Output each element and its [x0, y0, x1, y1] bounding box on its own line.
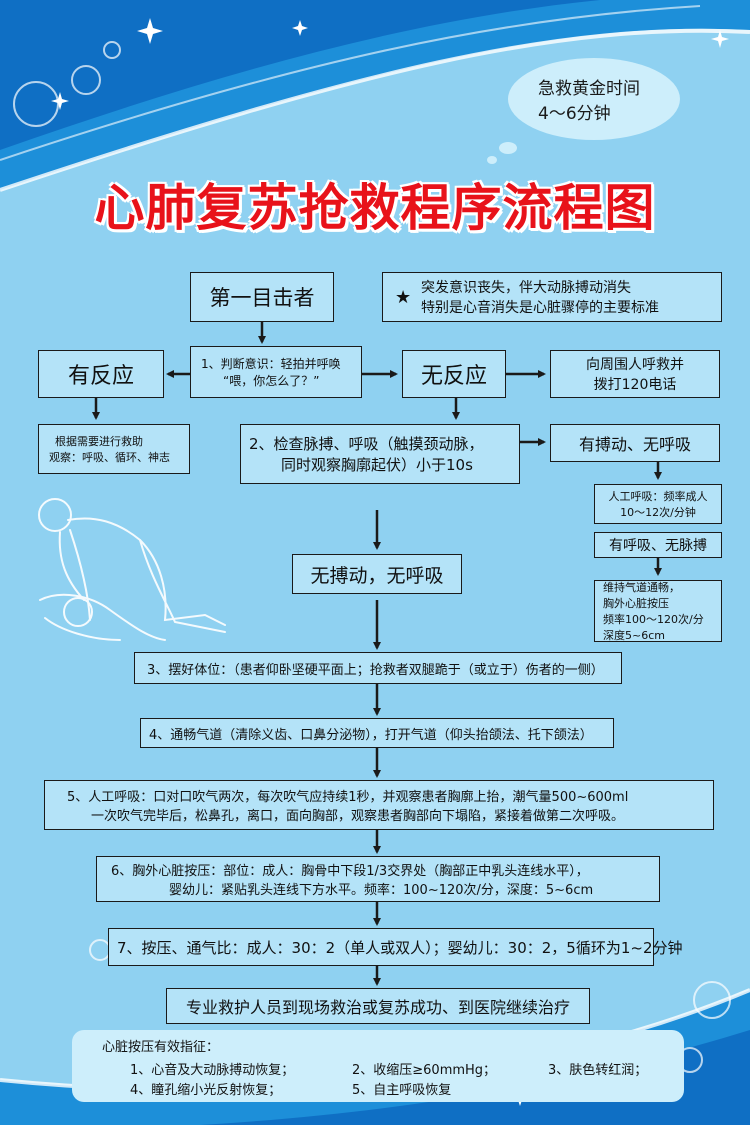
maintain-line-3: 频率100～120次/分 — [603, 613, 704, 626]
final-treatment-box: 专业救护人员到现场救治或复苏成功、到医院继续治疗 — [166, 988, 590, 1024]
artificial-line-1: 人工呼吸：频率成人 — [608, 490, 708, 503]
golden-time-bubble: 急救黄金时间 4～6分钟 — [508, 58, 680, 140]
step3-text: 3、摆好体位：（患者仰卧坚硬平面上；抢救者双腿跪于（或立于）伤者的一侧） — [147, 662, 604, 678]
step6-line-2: 婴幼儿：紧贴乳头连线下方水平。频率：100~120次/分，深度：5~6cm — [169, 883, 594, 898]
note-line-2: 特别是心音消失是心脏骤停的主要标准 — [421, 300, 659, 316]
cardiac-arrest-note-box: ★ 突发意识丧失，伴大动脉搏动消失 特别是心音消失是心脏骤停的主要标准 — [382, 272, 722, 322]
has-response-box: 有反应 — [38, 350, 164, 398]
maintain-line-2: 胸外心脏按压 — [603, 597, 669, 610]
step3-position-box: 3、摆好体位：（患者仰卧坚硬平面上；抢救者双腿跪于（或立于）伤者的一侧） — [134, 652, 622, 684]
no-pulse-no-breath-box: 无搏动，无呼吸 — [292, 554, 462, 594]
criteria-item-3: 3、肤色转红润； — [548, 1063, 648, 1078]
call-line-2: 拨打120电话 — [593, 377, 677, 393]
criteria-item-2: 2、收缩压≥60mmHg； — [352, 1063, 497, 1078]
criteria-heading: 心脏按压有效指征： — [102, 1040, 220, 1055]
step5-rescue-breath-box: 5、人工呼吸：口对口吹气两次，每次吹气应持续1秒，并观察患者胸廓上抬，潮气量50… — [44, 780, 714, 830]
response-assist-box: 根据需要进行救助 观察：呼吸、循环、神志 — [38, 424, 190, 474]
star-icon: ★ — [395, 287, 412, 308]
no-pulse-no-breath-label: 无搏动，无呼吸 — [310, 564, 444, 587]
breath-no-pulse-box: 有呼吸、无脉搏 — [594, 532, 722, 558]
page-title: 心肺复苏抢救程序流程图 — [94, 179, 656, 237]
maintain-line-1: 维持气道通畅， — [603, 581, 680, 594]
step6-compression-box: 6、胸外心脏按压：部位：成人：胸骨中下段1/3交界处（胸部正中乳头连线水平）， … — [96, 856, 660, 902]
check-line-2: 同时观察胸廓起伏）小于10s — [281, 456, 473, 474]
step7-text: 7、按压、通气比：成人：30：2（单人或双人）；婴幼儿：30：2，5循环为1~2… — [117, 938, 683, 957]
assist-line-1: 根据需要进行救助 — [55, 435, 143, 448]
bubble-line-1: 急救黄金时间 — [538, 79, 640, 99]
criteria-item-5: 5、自主呼吸恢复 — [352, 1083, 452, 1098]
step7-ratio-box: 7、按压、通气比：成人：30：2（单人或双人）；婴幼儿：30：2，5循环为1~2… — [108, 928, 683, 966]
pulse-no-breath-label: 有搏动、无呼吸 — [578, 435, 691, 454]
first-witness-box: 第一目击者 — [190, 272, 334, 322]
judge-line-2: “喂，你怎么了？” — [223, 374, 320, 388]
step6-line-1: 6、胸外心脏按压：部位：成人：胸骨中下段1/3交界处（胸部正中乳头连线水平）， — [111, 864, 589, 879]
call-line-1: 向周围人呼救并 — [586, 357, 684, 373]
artificial-respiration-box: 人工呼吸：频率成人 10～12次/分钟 — [594, 484, 722, 524]
cpr-figure-illustration — [38, 498, 226, 641]
step4-airway-box: 4、通畅气道（清除义齿、口鼻分泌物），打开气道（仰头抬颌法、托下颌法） — [140, 718, 614, 748]
check-line-1: 2、检查脉搏、呼吸（触摸颈动脉， — [249, 435, 484, 453]
criteria-item-1: 1、心音及大动脉搏动恢复； — [130, 1063, 295, 1078]
final-text: 专业救护人员到现场救治或复苏成功、到医院继续治疗 — [185, 998, 570, 1017]
judge-line-1: 1、判断意识：轻拍并呼唤 — [201, 357, 341, 371]
check-pulse-breath-box: 2、检查脉搏、呼吸（触摸颈动脉， 同时观察胸廓起伏）小于10s — [240, 424, 520, 484]
maintain-airway-box: 维持气道通畅， 胸外心脏按压 频率100～120次/分 深度5~6cm — [594, 580, 722, 642]
no-response-label: 无反应 — [420, 364, 487, 389]
criteria-item-4: 4、瞳孔缩小光反射恢复； — [130, 1083, 282, 1098]
maintain-line-4: 深度5~6cm — [603, 629, 665, 642]
step5-line-1: 5、人工呼吸：口对口吹气两次，每次吹气应持续1秒，并观察患者胸廓上抬，潮气量50… — [67, 790, 629, 805]
assist-line-2: 观察：呼吸、循环、神志 — [49, 451, 170, 464]
pulse-no-breath-box: 有搏动、无呼吸 — [550, 424, 720, 462]
first-witness-label: 第一目击者 — [209, 286, 315, 310]
no-response-box: 无反应 — [402, 350, 506, 398]
note-line-1: 突发意识丧失，伴大动脉搏动消失 — [421, 280, 631, 296]
bubble-line-2: 4～6分钟 — [538, 104, 611, 124]
breath-no-pulse-label: 有呼吸、无脉搏 — [609, 538, 707, 554]
step4-text: 4、通畅气道（清除义齿、口鼻分泌物），打开气道（仰头抬颌法、托下颌法） — [149, 727, 593, 743]
effective-compression-criteria: 心脏按压有效指征： 1、心音及大动脉搏动恢复； 2、收缩压≥60mmHg； 3、… — [72, 1030, 684, 1102]
judge-consciousness-box: 1、判断意识：轻拍并呼唤 “喂，你怎么了？” — [190, 346, 362, 398]
call-for-help-box: 向周围人呼救并 拨打120电话 — [550, 350, 720, 398]
step5-line-2: 一次吹气完毕后，松鼻孔，离口，面向胸部，观察患者胸部向下塌陷，紧接着做第二次呼吸… — [91, 809, 625, 824]
has-response-label: 有反应 — [67, 364, 134, 389]
artificial-line-2: 10～12次/分钟 — [620, 506, 696, 519]
